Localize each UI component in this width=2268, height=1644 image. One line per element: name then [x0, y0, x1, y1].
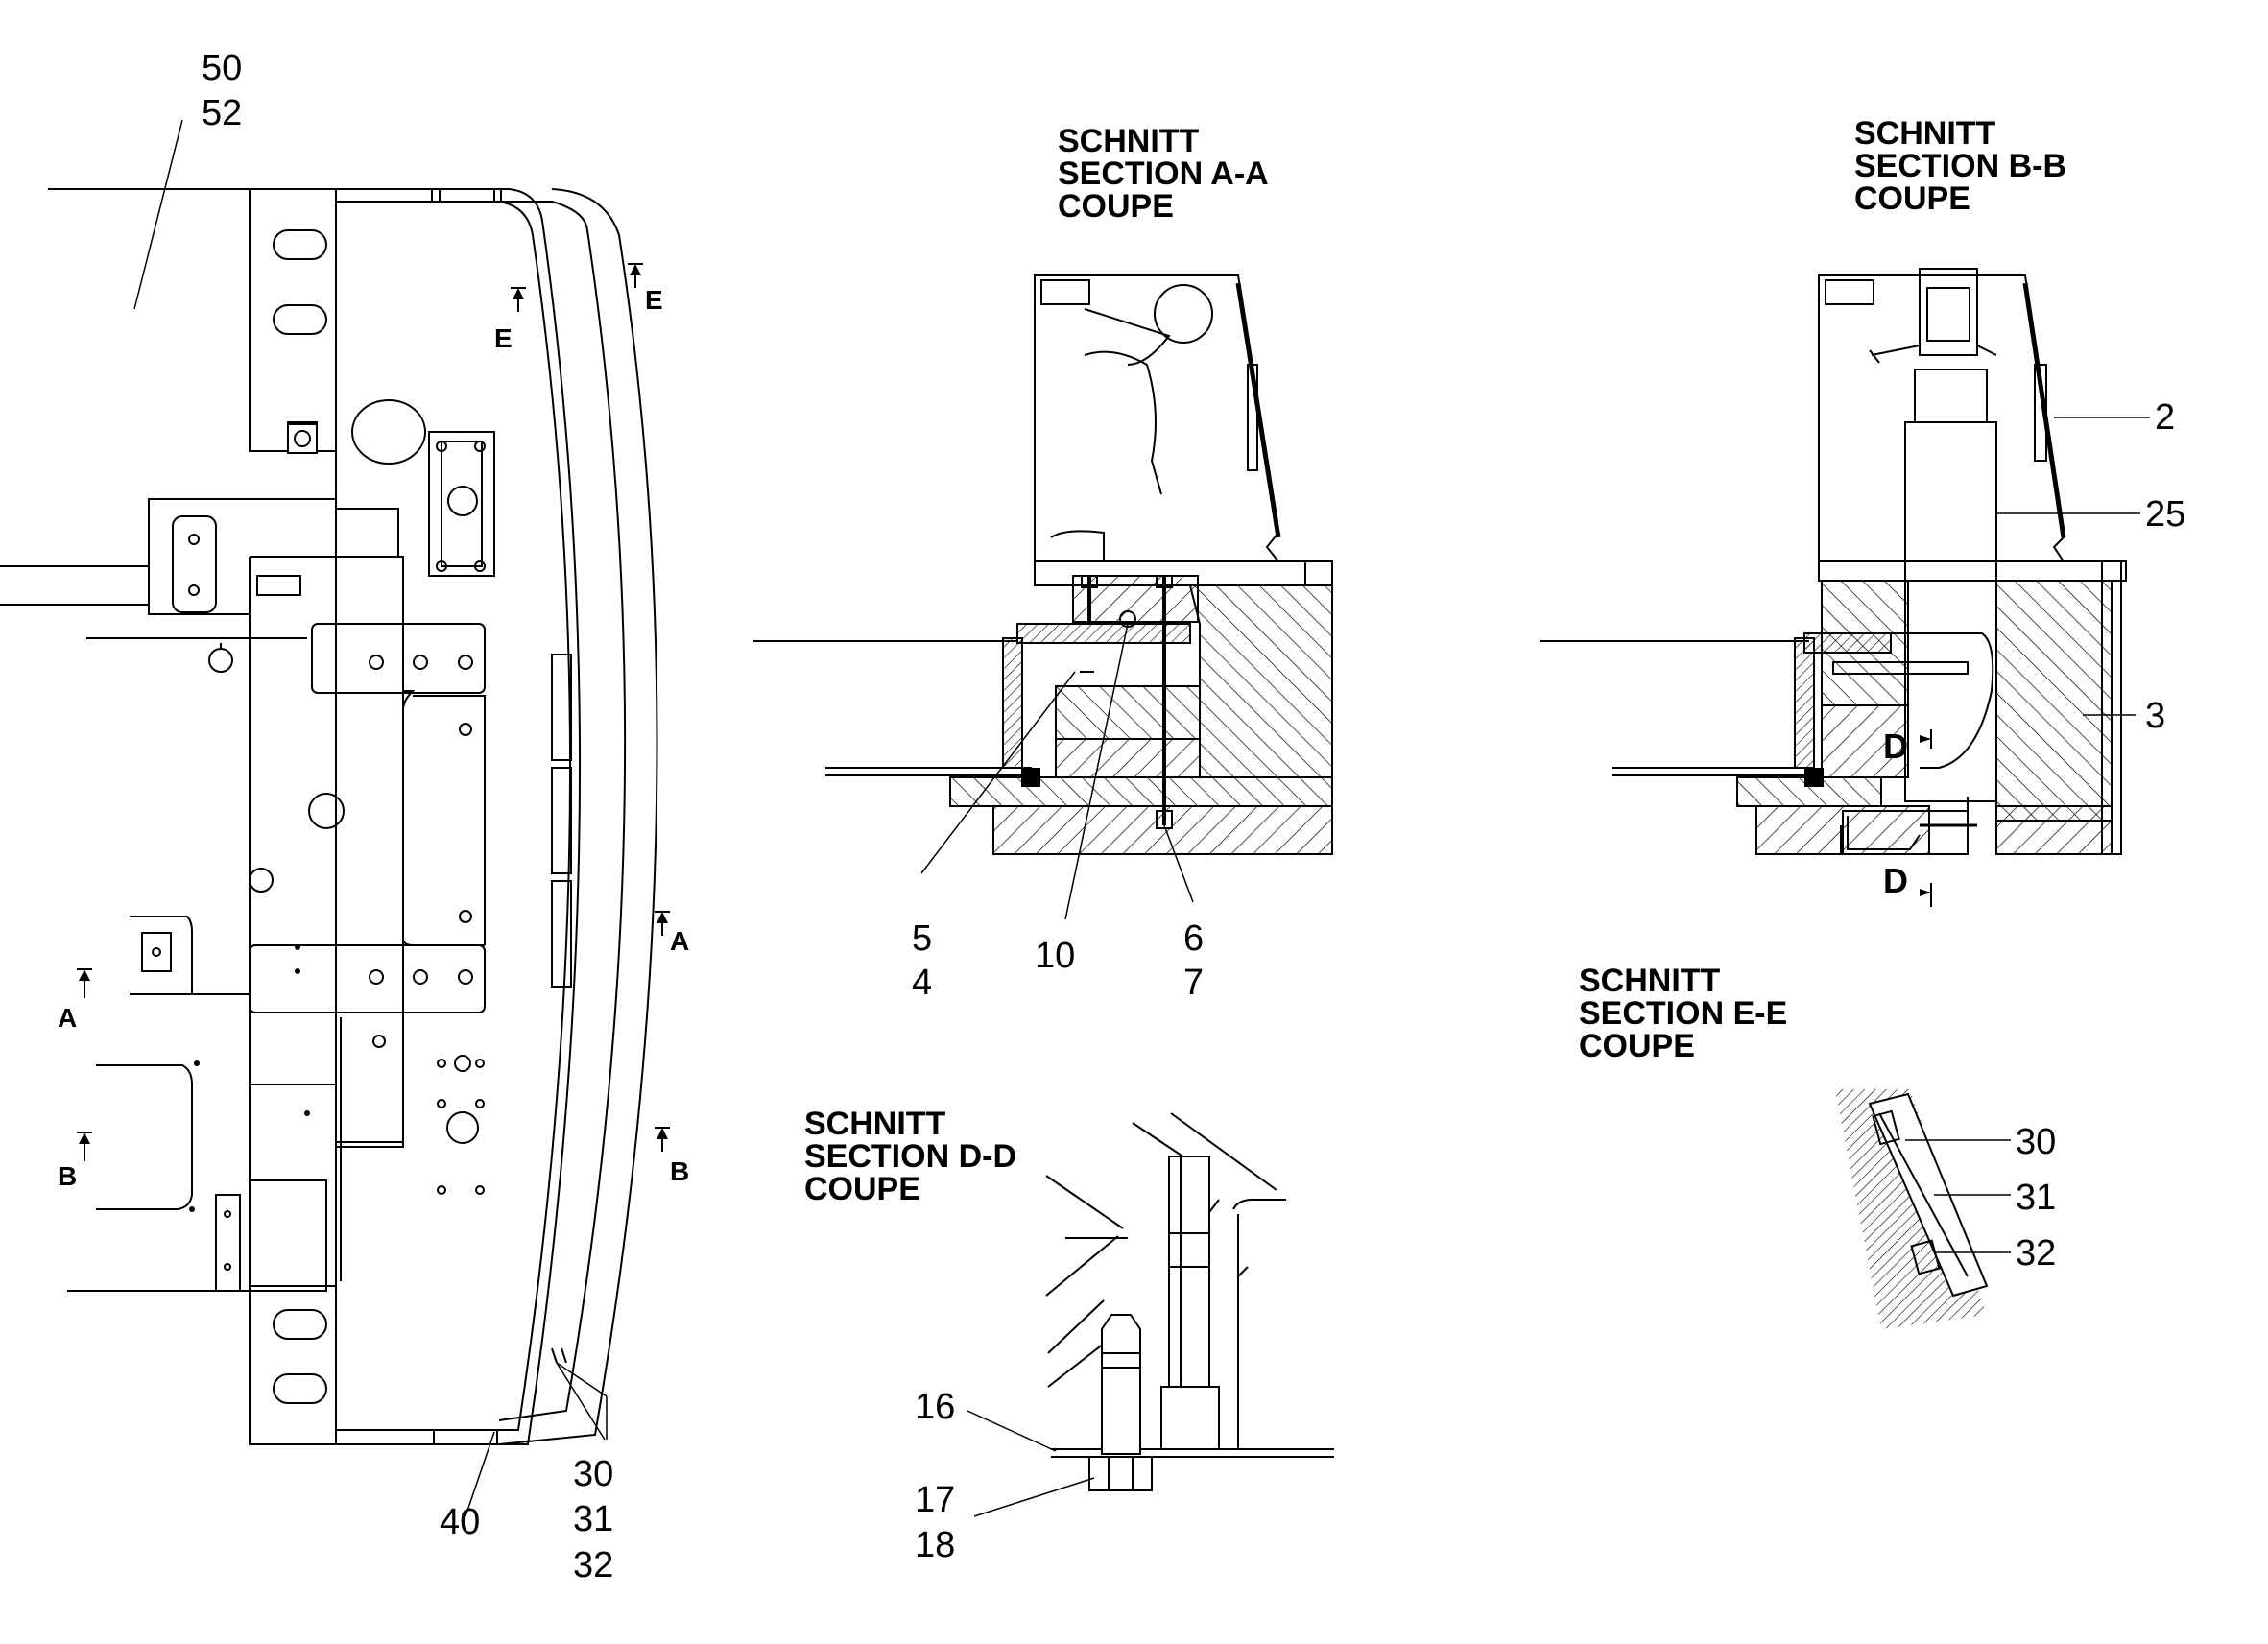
callout-50: 50 — [202, 48, 242, 88]
section-bb-line3: COUPE — [1854, 180, 1970, 217]
callout-40: 40 — [440, 1502, 480, 1542]
callout-31-plan: 31 — [573, 1499, 613, 1539]
cut-marker-b-right: B — [670, 1156, 689, 1186]
section-b-b: SCHNITT SECTION B-B COUPE — [1540, 115, 2150, 907]
section-aa-line2: SECTION A-A — [1058, 155, 1269, 192]
callout-31-ee: 31 — [2016, 1178, 2056, 1218]
cut-marker-d-lower: D — [1883, 861, 1908, 900]
section-ee-line3: COUPE — [1579, 1028, 1695, 1064]
section-bb-line1: SCHNITT — [1854, 115, 1996, 152]
cut-markers: A A B B E E — [58, 263, 689, 1191]
section-dd-line2: SECTION D-D — [804, 1138, 1016, 1175]
callout-30-plan: 30 — [573, 1454, 613, 1494]
callout-7: 7 — [1183, 963, 1204, 1003]
cut-marker-d-upper: D — [1883, 727, 1908, 766]
callout-5: 5 — [912, 918, 932, 959]
section-aa-line3: COUPE — [1058, 188, 1174, 225]
plan-view — [0, 119, 658, 1517]
callout-32-ee: 32 — [2016, 1233, 2056, 1274]
section-e-e: SCHNITT SECTION E-E COUPE — [1579, 963, 2011, 1329]
section-ee-line2: SECTION E-E — [1579, 995, 1787, 1032]
callout-52: 52 — [202, 93, 242, 133]
cut-marker-a-right: A — [670, 926, 689, 956]
section-aa-line1: SCHNITT — [1058, 123, 1200, 159]
callout-16: 16 — [915, 1387, 955, 1427]
section-d-d: SCHNITT SECTION D-D COUPE — [804, 1106, 1334, 1517]
cut-marker-a-left: A — [58, 1003, 77, 1033]
cut-marker-b-left: B — [58, 1161, 77, 1191]
callout-17: 17 — [915, 1480, 955, 1520]
section-dd-line1: SCHNITT — [804, 1106, 946, 1142]
callout-6: 6 — [1183, 918, 1204, 959]
callout-30-ee: 30 — [2016, 1122, 2056, 1162]
callout-18: 18 — [915, 1525, 955, 1565]
callout-4: 4 — [912, 963, 932, 1003]
cut-marker-e-right: E — [645, 285, 663, 315]
cut-marker-e-left: E — [494, 323, 513, 353]
callout-25: 25 — [2145, 494, 2185, 535]
section-bb-line2: SECTION B-B — [1854, 148, 2066, 184]
callout-10: 10 — [1035, 936, 1075, 976]
section-dd-line3: COUPE — [804, 1171, 920, 1207]
callout-3: 3 — [2145, 696, 2165, 736]
callout-2: 2 — [2155, 397, 2175, 438]
callout-32-plan: 32 — [573, 1545, 613, 1585]
section-a-a: SCHNITT SECTION A-A COUPE — [753, 123, 1333, 920]
section-ee-line1: SCHNITT — [1579, 963, 1721, 999]
